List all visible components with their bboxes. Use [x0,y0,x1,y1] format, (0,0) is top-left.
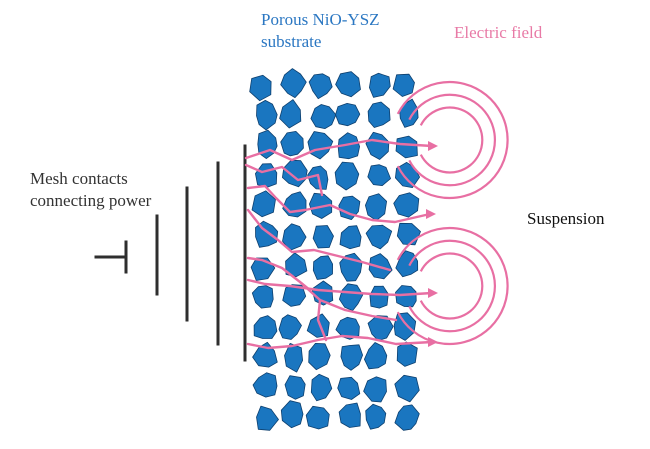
electric-field-label: Electric field [454,23,543,42]
substrate-grain [307,131,334,160]
substrate-label-line-2: substrate [261,32,322,51]
substrate-grain [395,285,417,308]
substrate-grain [251,285,274,309]
substrate-grain [365,403,387,430]
substrate-grain [367,164,392,187]
substrate-grain [281,159,308,188]
substrate-grain [334,161,360,191]
substrate-grain [399,98,419,128]
substrate-grain [363,342,388,370]
substrate-grain [284,375,306,400]
substrate-grain [252,372,278,398]
substrate-grain [393,192,420,218]
substrate-grain [339,225,362,250]
substrate-grain [395,135,418,159]
substrate-grain [393,312,417,341]
substrate-grain [368,72,391,98]
substrate-grain [310,373,333,402]
substrate-grain [251,190,276,218]
field-line [246,184,432,224]
substrate-grain [279,99,302,129]
field-arc [408,93,497,187]
substrate-grain [280,68,307,98]
substrate-grain [308,73,333,100]
substrate-grain [338,402,361,428]
substrate-grain [284,342,304,373]
substrate-grain [305,405,330,430]
field-arrowhead [426,209,436,219]
substrate-grain [335,71,361,98]
substrate-grain [396,222,421,246]
substrate-grain [337,376,361,400]
suspension-label: Suspension [527,209,605,228]
substrate-grain [340,344,364,371]
field-line [298,280,328,342]
substrate-grain [392,73,415,97]
substrate-grain [395,250,419,278]
substrate-grain [312,225,334,249]
field-arrowhead [428,288,438,298]
field-line [244,163,324,197]
substrate-grain [364,193,388,222]
substrate-grain [338,195,361,221]
substrate-grain [256,100,278,131]
field-arc [396,80,509,200]
substrate-grains [249,68,421,431]
substrate-grain [365,224,393,250]
substrate-grain [280,130,304,157]
field-arc [419,106,484,174]
substrate-grain [253,315,278,339]
substrate-grain [282,191,307,218]
mesh-label-line-1: Mesh contacts [30,169,128,188]
substrate-grain [280,400,304,429]
field-arcs [396,80,509,346]
field-line [246,208,392,272]
electrode-plates [94,144,247,362]
substrate-grain [249,74,272,102]
field-arc [396,226,509,346]
field-line [246,278,434,297]
field-line [246,334,434,350]
substrate-grain [394,374,420,403]
field-arrowhead [428,141,438,151]
substrate-grain [282,223,307,251]
field-lines [244,138,438,350]
substrate-grain [369,285,389,309]
substrate-grain [338,283,364,312]
field-line [318,298,398,322]
substrate-grain [308,342,331,371]
substrate-grain [335,103,361,127]
substrate-grain [365,131,390,160]
substrate-grain [278,314,302,340]
field-line [244,138,434,162]
substrate-grain [335,316,360,340]
substrate-grain [396,341,418,367]
mesh-label-line-2: connecting power [30,191,152,210]
field-arc [419,252,484,320]
mesh-contacts-label: Mesh contacts connecting power [30,168,151,212]
substrate-grain [337,132,361,160]
substrate-grain [310,104,337,130]
substrate-grain [394,404,420,431]
substrate-label: Porous NiO-YSZ substrate [261,9,380,53]
field-arc [408,239,497,333]
substrate-label-line-1: Porous NiO-YSZ [261,10,380,29]
substrate-grain [256,405,279,431]
substrate-grain [363,376,387,403]
substrate-grain [254,163,278,188]
substrate-grain [367,101,391,128]
substrate-grain [312,255,334,280]
